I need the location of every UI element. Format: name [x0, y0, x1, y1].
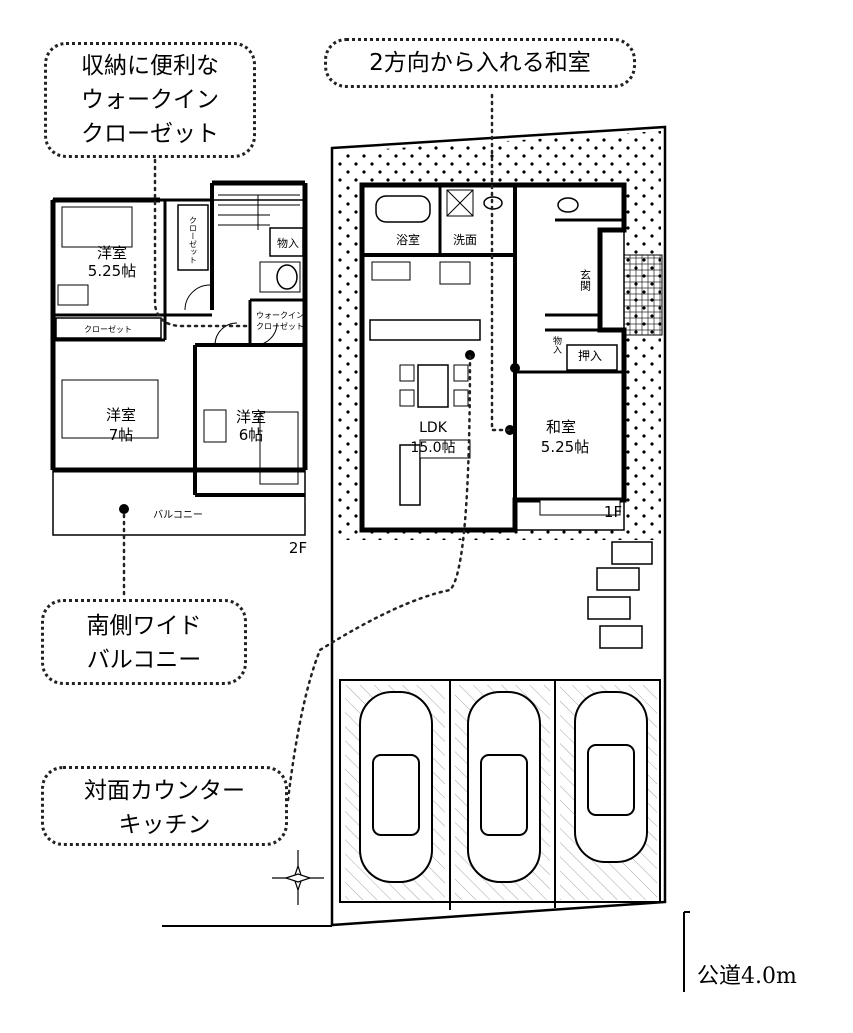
washitsu-name: 和室: [546, 418, 576, 436]
second-floor-plan: [50, 180, 308, 536]
callout-wic: 収納に便利な ウォークイン クローゼット: [44, 42, 256, 158]
balcony-2f-label: バルコニー: [153, 509, 203, 521]
room-2f-a-size: 5.25帖: [88, 262, 136, 280]
closet-2f-a-label: クローゼット: [84, 324, 132, 334]
road-label: 公道4.0m: [697, 964, 797, 989]
callout-balcony-line-2: バルコニー: [86, 647, 202, 673]
room-2f-a-name: 洋室: [97, 244, 127, 262]
floor-1f-label: 1F: [604, 503, 622, 521]
callout-washitsu: 2方向から入れる和室: [324, 38, 636, 88]
ldk-size: 15.0帖: [410, 440, 455, 456]
bath-label: 浴室: [396, 232, 420, 247]
wash-label: 洗面: [453, 233, 477, 247]
room-2f-c-name: 洋室: [236, 408, 266, 426]
parking-cars: [359, 691, 648, 883]
storage-2f-label: 物入: [277, 236, 299, 250]
leader-lines: [122, 93, 512, 802]
callout-wic-line-3: クローゼット: [81, 121, 219, 147]
storage-1f-label: 物入: [551, 335, 562, 354]
room-2f-c-size: 6帖: [239, 426, 264, 444]
entrance-label: 玄関: [579, 268, 592, 291]
callout-washitsu-line-1: 2方向から入れる和室: [369, 50, 591, 76]
callout-kitchen: 対面カウンター キッチン: [41, 766, 288, 846]
callout-wic-line-2: ウォークイン: [81, 87, 219, 113]
callout-wic-line-1: 収納に便利な: [81, 53, 219, 79]
wic-2f-label-2: クローゼット: [256, 321, 304, 331]
wic-2f-label-1: ウォークイン: [256, 311, 304, 320]
room-2f-b-size: 7帖: [109, 426, 134, 444]
callout-balcony-line-1: 南側ワイド: [86, 613, 202, 639]
approach-steps: [587, 541, 653, 649]
callout-kitchen-line-1: 対面カウンター: [84, 778, 245, 804]
room-2f-b-name: 洋室: [106, 406, 136, 424]
floor-2f-label: 2F: [289, 539, 307, 557]
ldk-name: LDK: [419, 420, 448, 436]
callout-balcony: 南側ワイド バルコニー: [41, 599, 247, 685]
compass-icon: [272, 850, 324, 905]
oshiire-label: 押入: [578, 349, 602, 363]
washitsu-size: 5.25帖: [541, 438, 589, 456]
closet-2f-b-label: クローゼット: [189, 216, 198, 264]
callout-kitchen-line-2: キッチン: [118, 812, 211, 838]
